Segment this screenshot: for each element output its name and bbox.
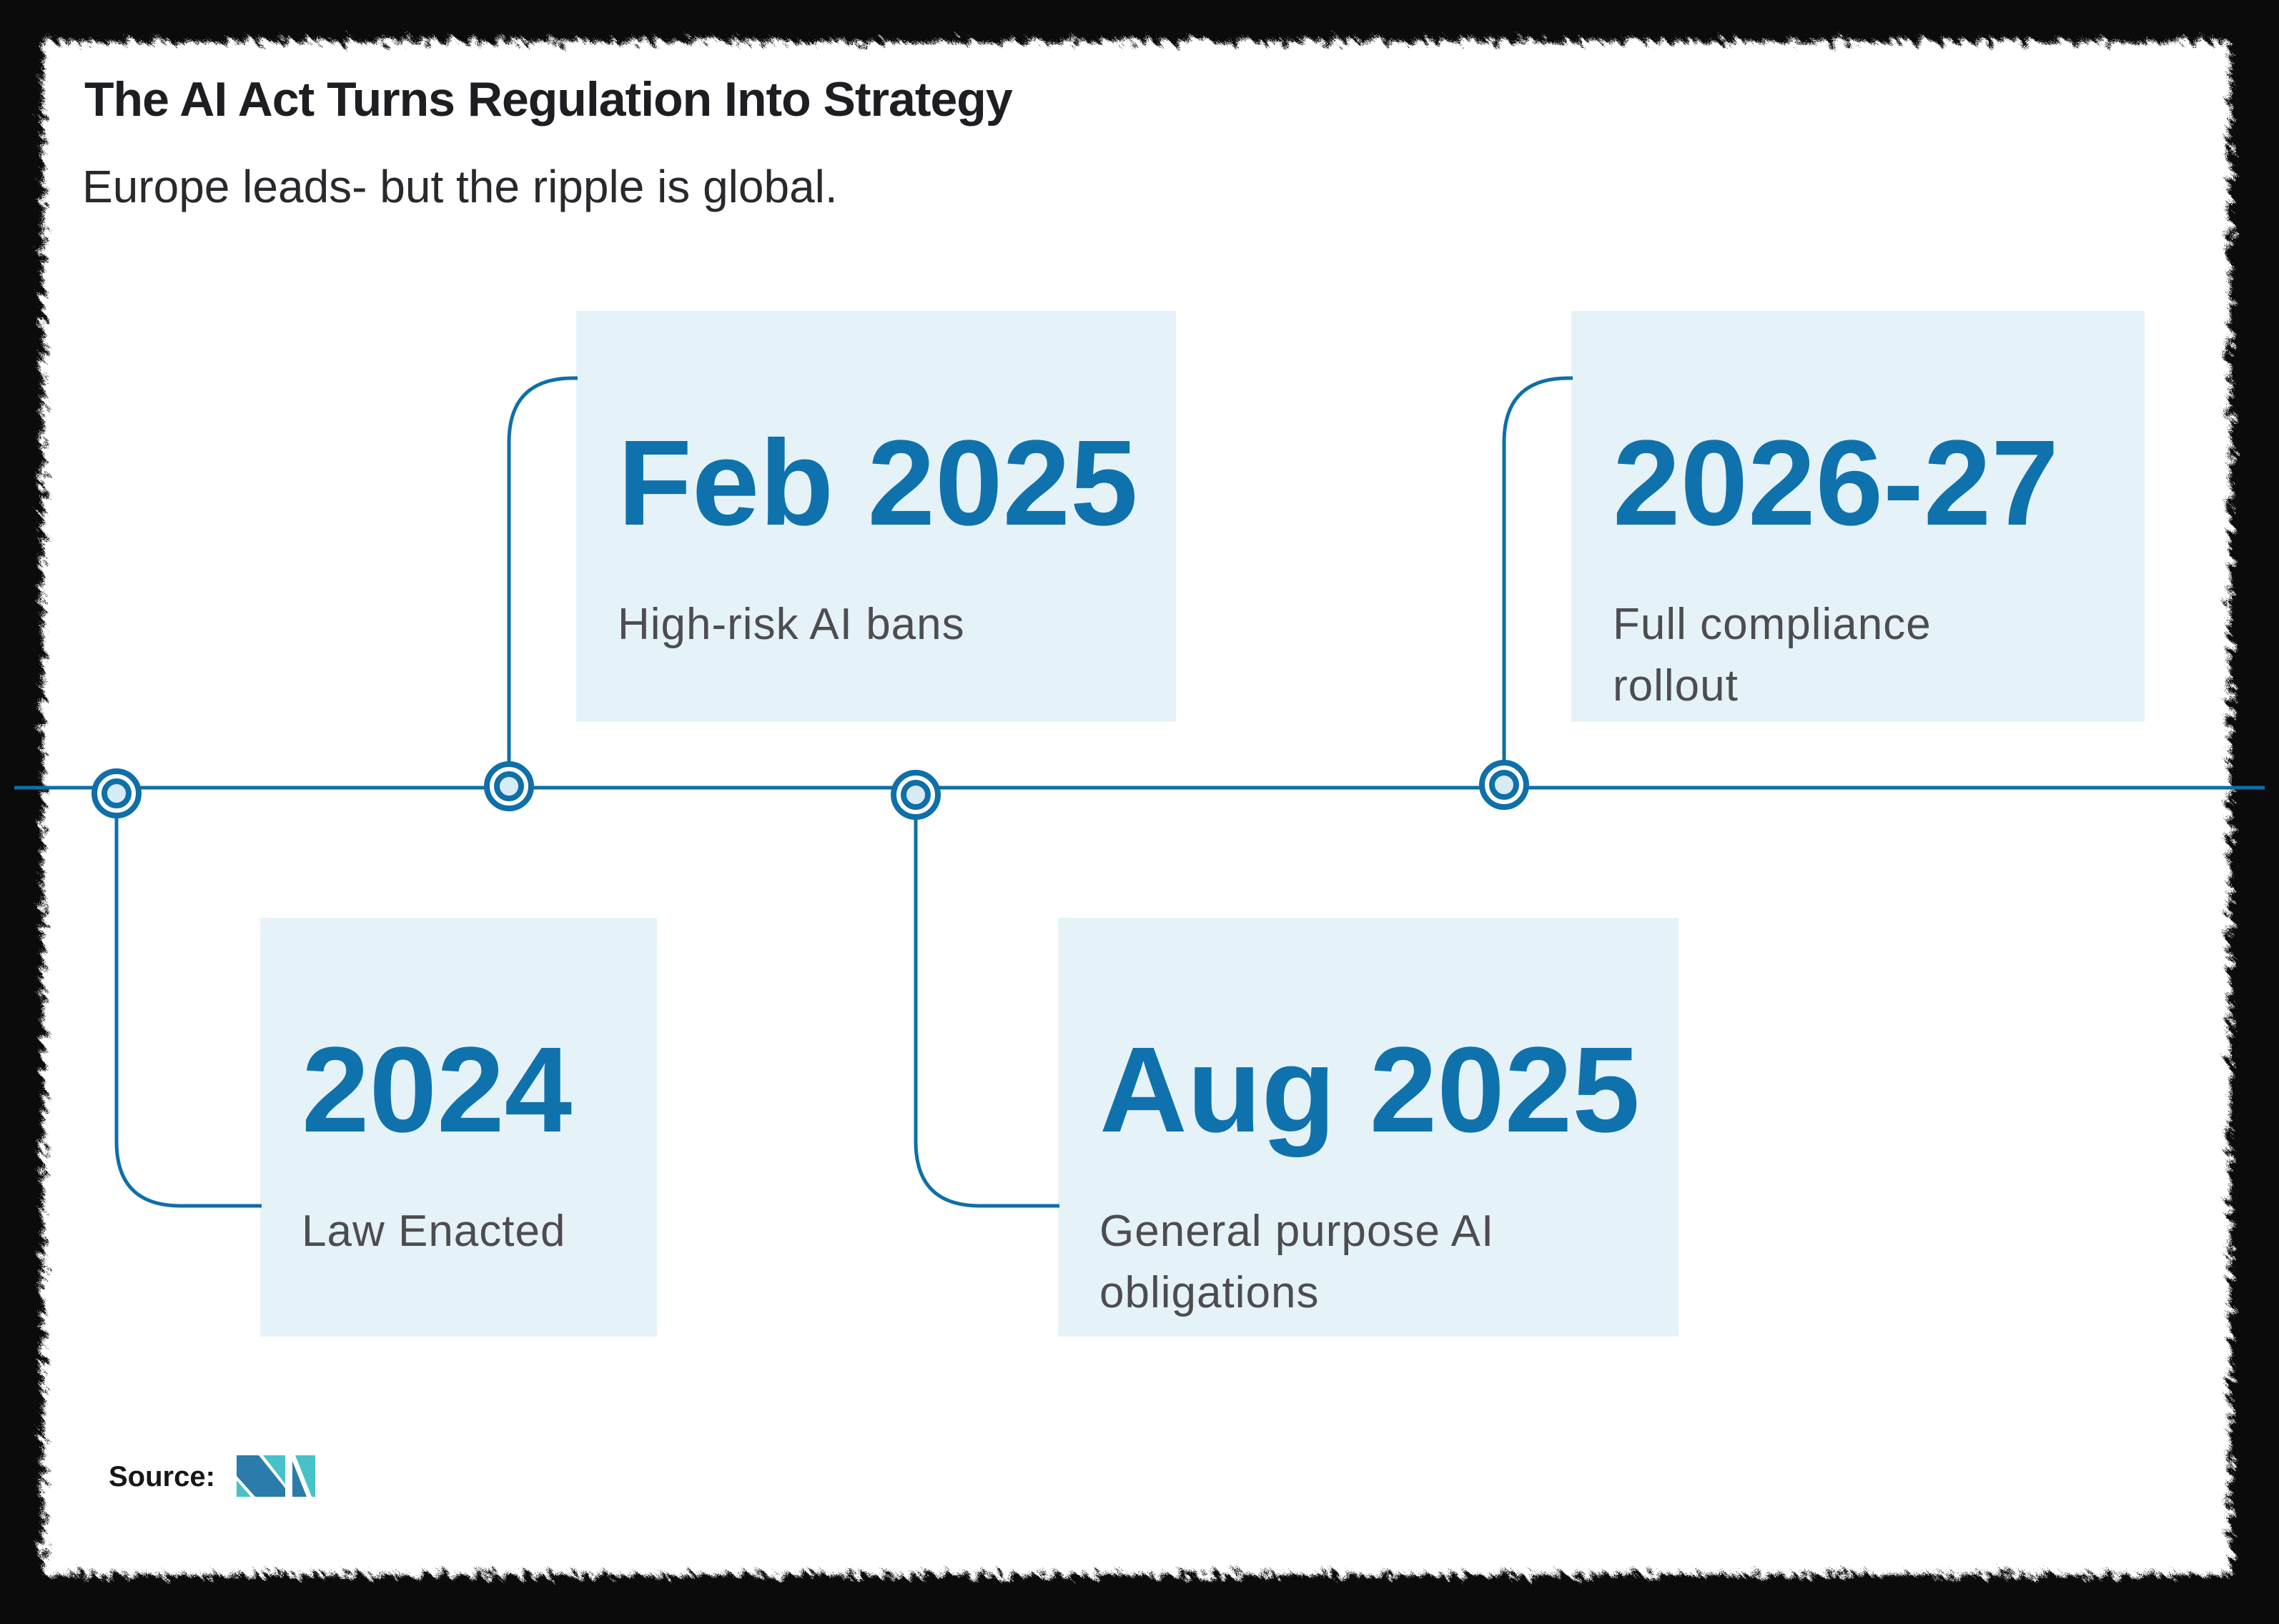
milestone-card-feb-2025: Feb 2025 High-risk AI bans	[576, 311, 1176, 722]
mordor-intelligence-logo-icon	[236, 1455, 315, 1497]
milestone-date: Aug 2025	[1099, 1022, 1640, 1158]
timeline-node-2026-27	[1479, 760, 1529, 810]
milestone-card-2024: 2024 Law Enacted	[260, 918, 657, 1337]
milestone-card-aug-2025: Aug 2025 General purpose AI obligations	[1058, 918, 1679, 1337]
source-row: Source:	[109, 1455, 315, 1498]
connector-2026-27	[1502, 376, 1573, 785]
timeline-node-aug-2025	[891, 770, 941, 820]
logo-m-teal-top-right	[262, 1455, 285, 1484]
milestone-date: 2024	[302, 1022, 573, 1158]
source-label: Source:	[109, 1460, 215, 1492]
logo-i-blue-triangle	[292, 1461, 307, 1497]
milestone-description: General purpose AI obligations	[1099, 1207, 1495, 1317]
page-subtitle: Europe leads- but the ripple is global.	[82, 161, 838, 212]
milestone-description: Law Enacted	[302, 1207, 566, 1256]
milestone-description: High-risk AI bans	[618, 600, 965, 649]
milestone-description: Full compliance rollout	[1613, 600, 1932, 710]
milestone-date: Feb 2025	[618, 415, 1138, 551]
logo-i-teal-slab	[295, 1455, 315, 1497]
milestone-date: 2026-27	[1613, 415, 2059, 551]
timeline-node-2024	[92, 768, 142, 818]
logo-m-teal-bottom-left	[236, 1480, 251, 1497]
connector-feb-2025	[507, 376, 578, 786]
logo-m-blue-band	[236, 1455, 285, 1497]
milestone-card-2026-27: 2026-27 Full compliance rollout	[1571, 311, 2145, 722]
connector-aug-2025	[914, 795, 1059, 1208]
page-title: The AI Act Turns Regulation Into Strateg…	[84, 72, 1013, 127]
connector-2024	[114, 793, 262, 1208]
timeline-node-feb-2025	[484, 761, 534, 811]
